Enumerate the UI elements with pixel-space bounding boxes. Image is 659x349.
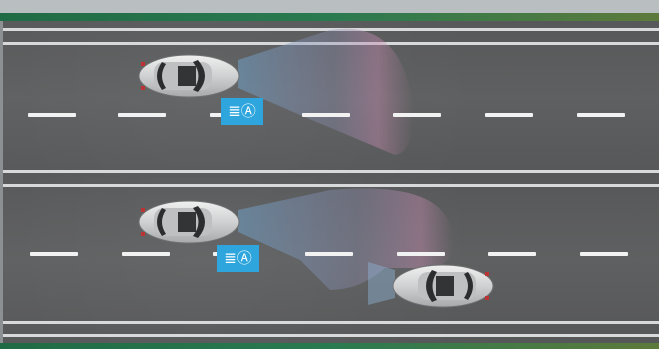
lane-dash — [577, 113, 625, 117]
lane-dash — [302, 113, 350, 117]
lane-dash — [580, 252, 628, 256]
lane-dash — [397, 252, 445, 256]
lane-dash — [28, 113, 76, 117]
lane-dash — [122, 252, 170, 256]
lane-dash — [488, 252, 536, 256]
lane-dash — [305, 252, 353, 256]
lane-dash — [393, 113, 441, 117]
auto-high-beam-badge-top: ≣Ⓐ — [221, 98, 263, 125]
high-beam-light — [238, 29, 413, 155]
ego-car-top — [139, 55, 239, 97]
auto-high-beam-icon: ≣Ⓐ — [224, 251, 252, 266]
lane-dash — [118, 113, 166, 117]
lane-dash — [30, 252, 78, 256]
lane-dash — [485, 113, 533, 117]
oncoming-headlight-glow — [368, 262, 395, 305]
auto-high-beam-badge-bottom: ≣Ⓐ — [217, 245, 259, 272]
ego-car-bottom — [139, 201, 239, 243]
auto-high-beam-icon: ≣Ⓐ — [228, 104, 256, 119]
oncoming-car — [393, 265, 493, 307]
